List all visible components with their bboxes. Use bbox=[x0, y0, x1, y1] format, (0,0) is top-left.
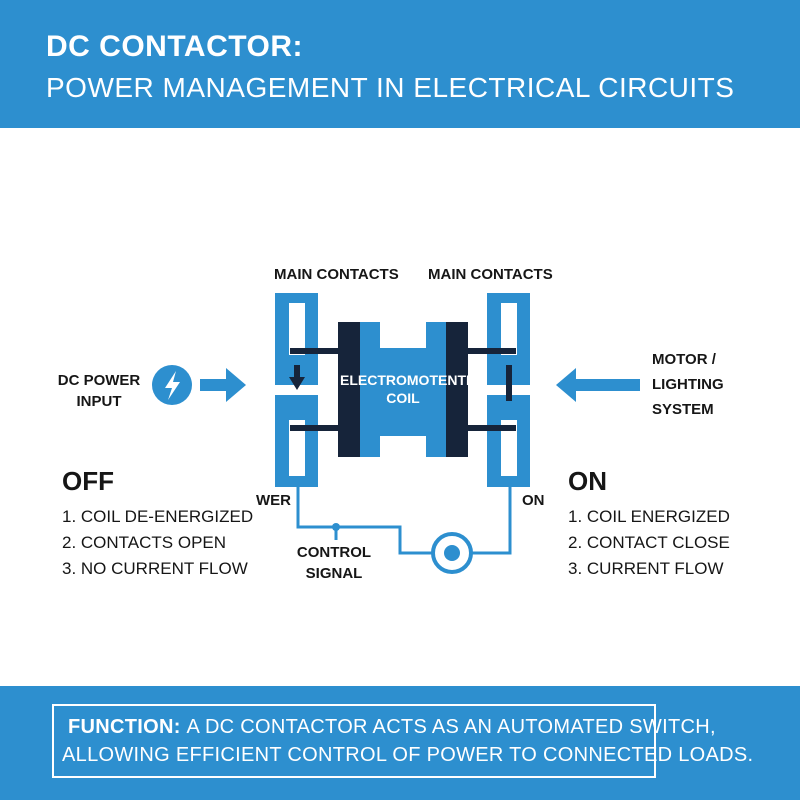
header-banner: DC CONTACTOR: POWER MANAGEMENT IN ELECTR… bbox=[0, 0, 800, 128]
control-signal-line2: SIGNAL bbox=[305, 565, 363, 582]
list-item: 1. COIL ENERGIZED bbox=[568, 507, 730, 526]
page-subtitle: POWER MANAGEMENT IN ELECTRICAL CIRCUITS bbox=[46, 72, 735, 103]
main-contacts-right-label: MAIN CONTACTS bbox=[428, 266, 553, 283]
right-main-contacts bbox=[456, 293, 530, 487]
left-main-contacts bbox=[275, 293, 350, 487]
off-state-list: 1. COIL DE-ENERGIZED 2. CONTACTS OPEN 3.… bbox=[62, 504, 253, 582]
arrow-right-icon bbox=[200, 368, 246, 402]
function-text-part1: A DC CONTACTOR ACTS AS AN AUTOMATED SWIT… bbox=[186, 716, 716, 738]
coil-label-line1: ELECTROMOTENTIC bbox=[340, 372, 480, 388]
output-label-line1: MOTOR / bbox=[652, 351, 716, 368]
control-signal-line1: CONTROL bbox=[296, 544, 372, 561]
page-title: DC CONTACTOR: bbox=[46, 30, 304, 63]
on-state-title: ON bbox=[568, 466, 607, 496]
list-item: 3. NO CURRENT FLOW bbox=[62, 559, 248, 578]
input-label-line1: DC POWER bbox=[57, 372, 141, 389]
control-wiring bbox=[296, 487, 512, 555]
output-label-line3: SYSTEM bbox=[652, 401, 714, 418]
lightning-bolt-icon bbox=[152, 365, 192, 405]
arrow-left-icon bbox=[556, 368, 640, 402]
function-label: FUNCTION: bbox=[68, 716, 181, 738]
input-label-line2: INPUT bbox=[76, 393, 122, 410]
main-contacts-left-label: MAIN CONTACTS bbox=[274, 266, 399, 283]
on-state-list: 1. COIL ENERGIZED 2. CONTACT CLOSE 3. CU… bbox=[568, 504, 730, 582]
list-item: 2. CONTACTS OPEN bbox=[62, 533, 227, 552]
off-state-title: OFF bbox=[62, 466, 114, 496]
footer-banner: FUNCTION: A DC CONTACTOR ACTS AS AN AUTO… bbox=[0, 686, 800, 800]
on-small-label: ON bbox=[522, 492, 545, 509]
list-item: 3. CURRENT FLOW bbox=[568, 559, 724, 578]
control-button-icon bbox=[431, 532, 473, 574]
coil-label-line2: COIL bbox=[386, 390, 420, 406]
function-line2: ALLOWING EFFICIENT CONTROL OF POWER TO C… bbox=[62, 744, 754, 766]
wer-label: WER bbox=[256, 492, 291, 509]
function-line1: FUNCTION: A DC CONTACTOR ACTS AS AN AUTO… bbox=[68, 716, 716, 739]
output-label-line2: LIGHTING bbox=[652, 376, 724, 393]
electromagnetic-coil bbox=[338, 322, 468, 457]
function-box: FUNCTION: A DC CONTACTOR ACTS AS AN AUTO… bbox=[52, 704, 753, 778]
list-item: 2. CONTACT CLOSE bbox=[568, 533, 730, 552]
list-item: 1. COIL DE-ENERGIZED bbox=[62, 507, 254, 526]
